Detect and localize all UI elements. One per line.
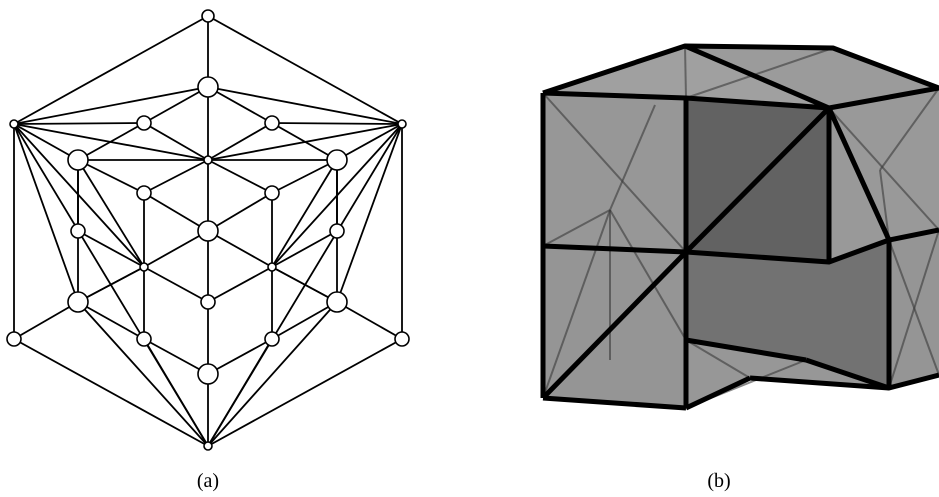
caption-a: (a) <box>178 470 238 493</box>
caption-b: (b) <box>689 470 749 493</box>
